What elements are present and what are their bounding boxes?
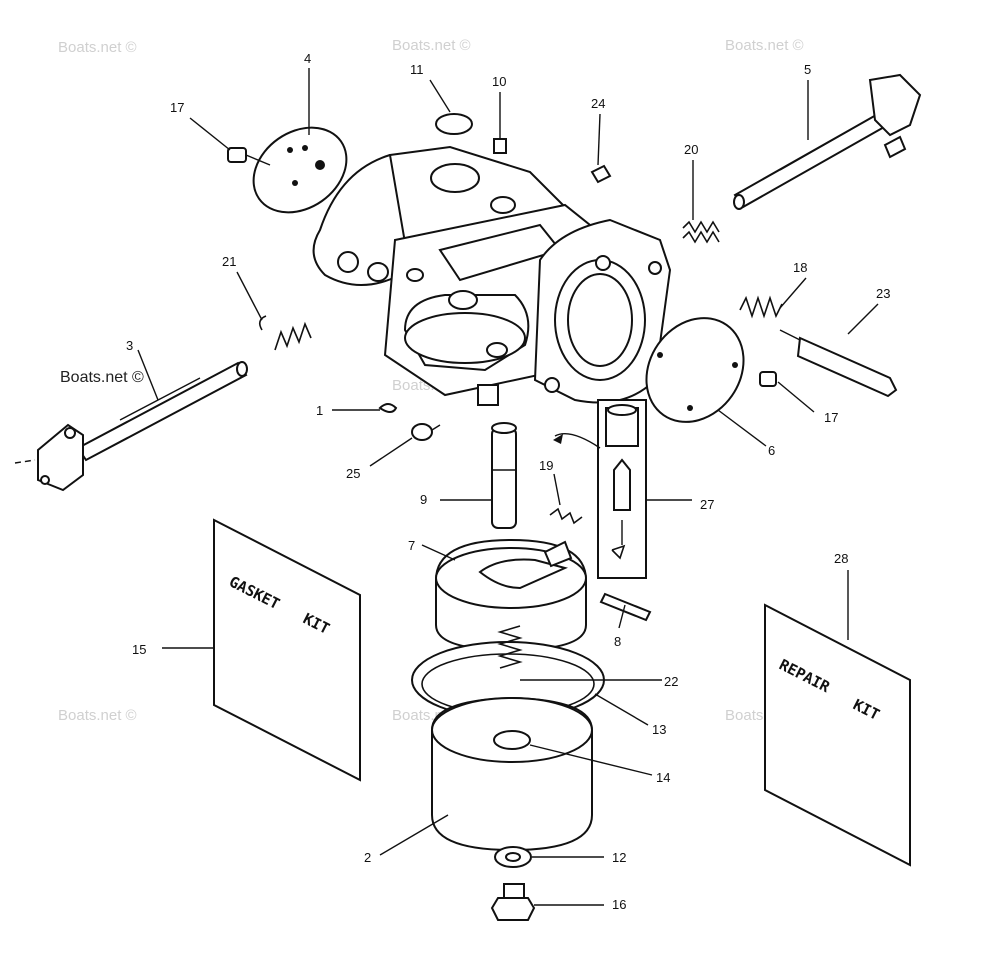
watermark: Boats.net © (58, 707, 137, 724)
callout-27: 27 (700, 497, 714, 512)
callout-9: 9 (420, 492, 427, 507)
part-5-shaft (733, 73, 922, 210)
watermark: Boats.net © (58, 39, 137, 56)
callout-14: 14 (656, 770, 670, 785)
callout-23: 23 (876, 286, 890, 301)
part-28-repair-kit: REPAIR KIT (764, 603, 911, 867)
arrow (554, 433, 601, 449)
arrow-head (553, 434, 563, 444)
callouts: 4 17 11 10 24 5 20 21 3 18 23 17 6 1 25 … (126, 51, 890, 912)
part-20-spring (682, 220, 720, 244)
part-1-clip (378, 403, 398, 413)
part-22-spring (497, 625, 523, 669)
callout-20: 20 (684, 142, 698, 157)
watermark-dark: Boats.net © (60, 369, 144, 386)
callout-19: 19 (539, 458, 553, 473)
callout-21: 21 (222, 254, 236, 269)
callout-25: 25 (346, 466, 360, 481)
callout-1: 1 (316, 403, 323, 418)
part-23-needle (779, 329, 898, 398)
callout-12: 12 (612, 850, 626, 865)
callout-16: 16 (612, 897, 626, 912)
part-8-pin (599, 592, 652, 622)
part-3-shaft (14, 361, 248, 492)
part-21-spring (258, 315, 312, 351)
callout-22: 22 (664, 674, 678, 689)
part-24-nut (590, 164, 612, 184)
callout-3: 3 (126, 338, 133, 353)
callout-11: 11 (410, 62, 424, 77)
part-11-cap (435, 113, 473, 135)
carburetor-body (312, 145, 672, 406)
callout-10: 10 (492, 74, 506, 89)
callout-15: 15 (132, 642, 146, 657)
part-25-screw (411, 423, 441, 441)
part-2-bowl (431, 696, 593, 852)
part-9-nozzle (491, 422, 517, 529)
callout-28: 28 (834, 551, 848, 566)
part-16-plug (490, 883, 536, 921)
part-10-nut (493, 138, 507, 154)
callout-13: 13 (652, 722, 666, 737)
callout-24: 24 (591, 96, 605, 111)
part-18-spring (739, 295, 783, 319)
callout-8: 8 (614, 634, 621, 649)
callout-18: 18 (793, 260, 807, 275)
part-7-float (435, 538, 587, 652)
callout-2: 2 (364, 850, 371, 865)
callout-7: 7 (408, 538, 415, 553)
part-4-plate (252, 126, 348, 214)
callout-6: 6 (768, 443, 775, 458)
part-17-screw (227, 147, 271, 166)
callout-5: 5 (804, 62, 811, 77)
part-15-gasket-kit: GASKET KIT (213, 518, 361, 782)
part-12-washer (494, 846, 532, 868)
callout-4: 4 (304, 51, 311, 66)
part-19-spring (549, 507, 583, 525)
watermark: Boats.net © (725, 37, 804, 54)
leader-lines (137, 68, 879, 906)
part-6-plate (645, 317, 745, 423)
part-17-screw (759, 371, 777, 387)
callout-17: 17 (170, 100, 184, 115)
callout-17: 17 (824, 410, 838, 425)
watermark: Boats.net © (392, 37, 471, 54)
part-27-needle-valve (597, 399, 647, 579)
